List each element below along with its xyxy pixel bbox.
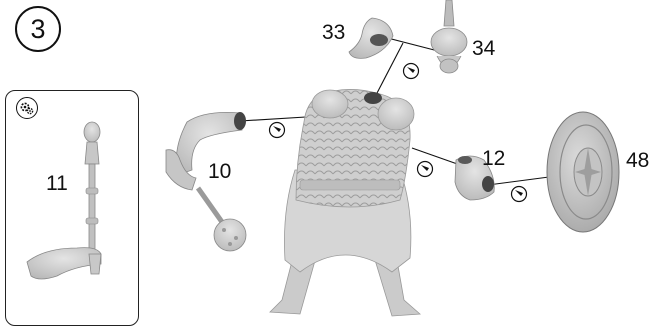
part-33-hair-piece (348, 17, 394, 59)
glue-icon (416, 160, 434, 178)
part-12-hand (454, 155, 495, 201)
part-34-topknot (430, 0, 468, 74)
part-11-mace-arm (26, 121, 102, 280)
leader-line-hand (411, 147, 464, 167)
leader-line-head (375, 42, 404, 96)
glue-icon (268, 121, 286, 139)
part-label-33: 33 (322, 21, 346, 44)
part-label-12: 12 (482, 147, 506, 170)
glue-icon (402, 62, 420, 80)
inset-panel: 11 (5, 90, 139, 326)
gear-icon (16, 97, 38, 119)
figure-body (269, 89, 421, 317)
part-label-11: 11 (46, 172, 68, 195)
step-number: 3 (30, 13, 46, 44)
part-label-10: 10 (208, 160, 232, 183)
part-48-shield (546, 111, 620, 233)
glue-icon (510, 185, 528, 203)
part-10-flail-arm (165, 112, 247, 252)
part-label-48: 48 (626, 149, 650, 172)
part-label-34: 34 (472, 37, 496, 60)
leader-line-shield (487, 176, 550, 186)
step-number-badge: 3 (15, 6, 61, 52)
